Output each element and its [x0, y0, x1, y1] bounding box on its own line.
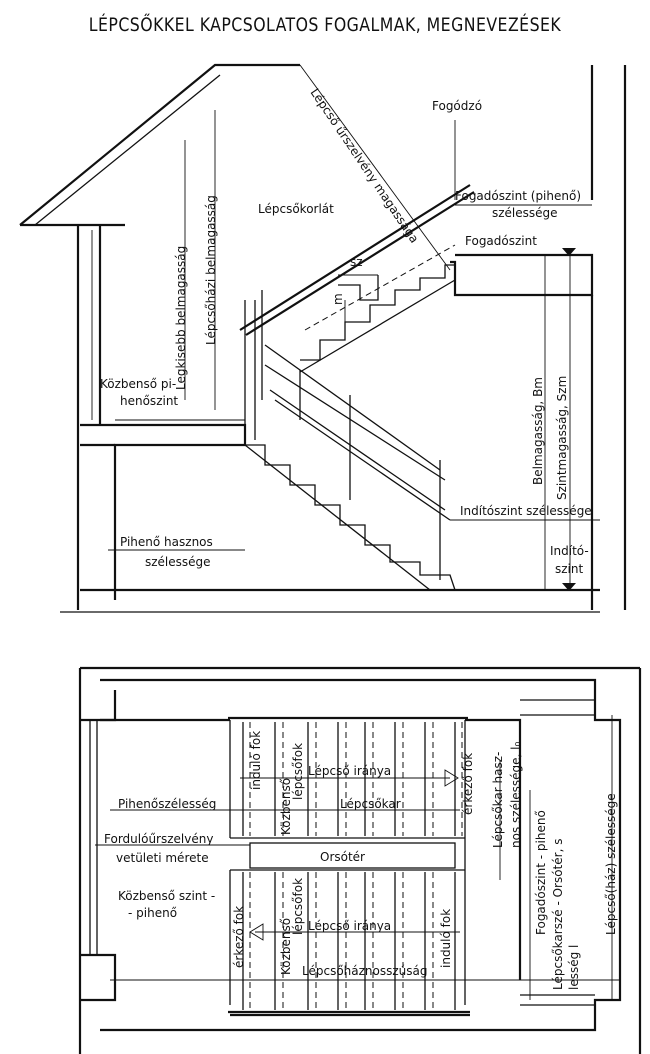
label-lepcsokar: Lépcsőkar: [340, 797, 401, 811]
label-lepcsokar-hasznos-2: nos szélessége, l₀: [509, 741, 523, 848]
intermediate-landing: [80, 423, 247, 600]
section-view: Lépcső űrszelvény magassága Fogódzó Foga…: [19, 63, 627, 613]
label-lepcsohaznosszusag: Lépcsőháznosszúság: [302, 964, 428, 978]
label-lepcsohazi-belmagassag: Lépcsőházi belmagasság: [204, 195, 218, 345]
label-fogadoszint: Fogadószint: [465, 234, 537, 248]
label-fogadoszint-piheno: Fogadószint - pihenő: [534, 810, 548, 935]
label-indulo-fok-top: induló fok: [249, 731, 263, 790]
label-belmagassag: Belmagasság, Bm: [531, 377, 545, 485]
label-lepcsokarszelesseg-2: lesség l: [567, 945, 581, 990]
roof-line: [19, 63, 300, 226]
label-lepcsohaz-szelesseg: Lépcső(ház) szélessége: [604, 793, 618, 935]
label-piheno-hasznos-1: Pihenő hasznos: [120, 535, 213, 549]
label-lepcso-iranya-top: Lépcső iránya: [308, 764, 391, 778]
flight-edges: [228, 716, 470, 1014]
direction-arrow-bottom: [249, 923, 460, 941]
label-lepcsokorlat: Lépcsőkorlát: [258, 202, 334, 216]
left-wall: [76, 225, 102, 610]
upper-flight: [300, 264, 455, 361]
label-kozbenso-1: Közbenső pi-: [100, 377, 176, 391]
label-fordulo-2: vetületi mérete: [116, 851, 209, 865]
label-sz: sz: [350, 255, 363, 269]
label-erkezo-fok-bottom: érkező fok: [232, 906, 246, 968]
urszelveny-dim: [299, 64, 451, 271]
label-lepcsokarszelesseg-1: Lépcsőkarszé - Orsótér, s: [551, 839, 565, 990]
label-legkisebb-belmagassag: Legkisebb belmagasság: [174, 246, 188, 390]
label-kozbenso-top-1: Közbenső: [279, 778, 293, 835]
direction-arrow-top: [240, 769, 459, 787]
label-fogodzo: Fogódzó: [432, 99, 482, 113]
label-indito-2: szint: [555, 562, 583, 576]
label-kozbensoszint-1: Közbenső szint -: [118, 889, 215, 903]
right-wall: [590, 65, 627, 610]
label-kozbenso-bottom-2: lépcsőfok: [291, 878, 305, 935]
label-lepcsokar-hasznos-1: Lépcsőkar hasz-: [491, 752, 505, 848]
label-fogadoszint-szelesseg-2: szélessége: [492, 206, 558, 220]
label-szintmagassag: Szintmagasság, Szm: [555, 376, 569, 500]
label-indulo-fok-bottom: induló fok: [439, 909, 453, 968]
label-erkezo-fok-top: érkező fok: [461, 753, 475, 815]
label-kozbenso-top-2: lépcsőfok: [291, 743, 305, 800]
label-fordulo-1: Fordulóűrszelvény: [104, 832, 213, 846]
label-kozbenso-bottom-1: Közbenső: [279, 918, 293, 975]
label-inditoszint-szelesseg: Indítószint szélessége: [460, 504, 592, 518]
label-fogadoszint-szelesseg-1: Fogadószint (pihenő): [455, 189, 581, 203]
upper-landing: [450, 253, 594, 297]
handrail: [239, 184, 475, 336]
lower-flight: [245, 444, 456, 591]
step-lines: [242, 722, 463, 1010]
label-piheno-hasznos-2: szélessége: [145, 555, 211, 569]
orsoter-box: [249, 842, 456, 869]
label-urszelveny: Lépcső űrszelvény magassága: [308, 86, 422, 246]
outer-walls: [78, 666, 642, 1054]
label-kozbensoszint-2: - pihenő: [128, 906, 177, 920]
label-pihenoszelesseg: Pihenőszélesség: [118, 797, 216, 811]
label-indito-1: Indító-: [550, 544, 589, 558]
page-title: LÉPCSŐKKEL KAPCSOLATOS FOGALMAK, MEGNEVE…: [88, 14, 562, 36]
label-kozbenso-2: henőszint: [120, 394, 178, 408]
label-lepcso-iranya-bottom: Lépcső iránya: [308, 919, 391, 933]
label-orsoter: Orsótér: [320, 850, 365, 864]
plan-view: induló fok Közbenső lépcsőfok Lépcső irá…: [78, 666, 642, 1054]
label-m: m: [331, 293, 345, 305]
